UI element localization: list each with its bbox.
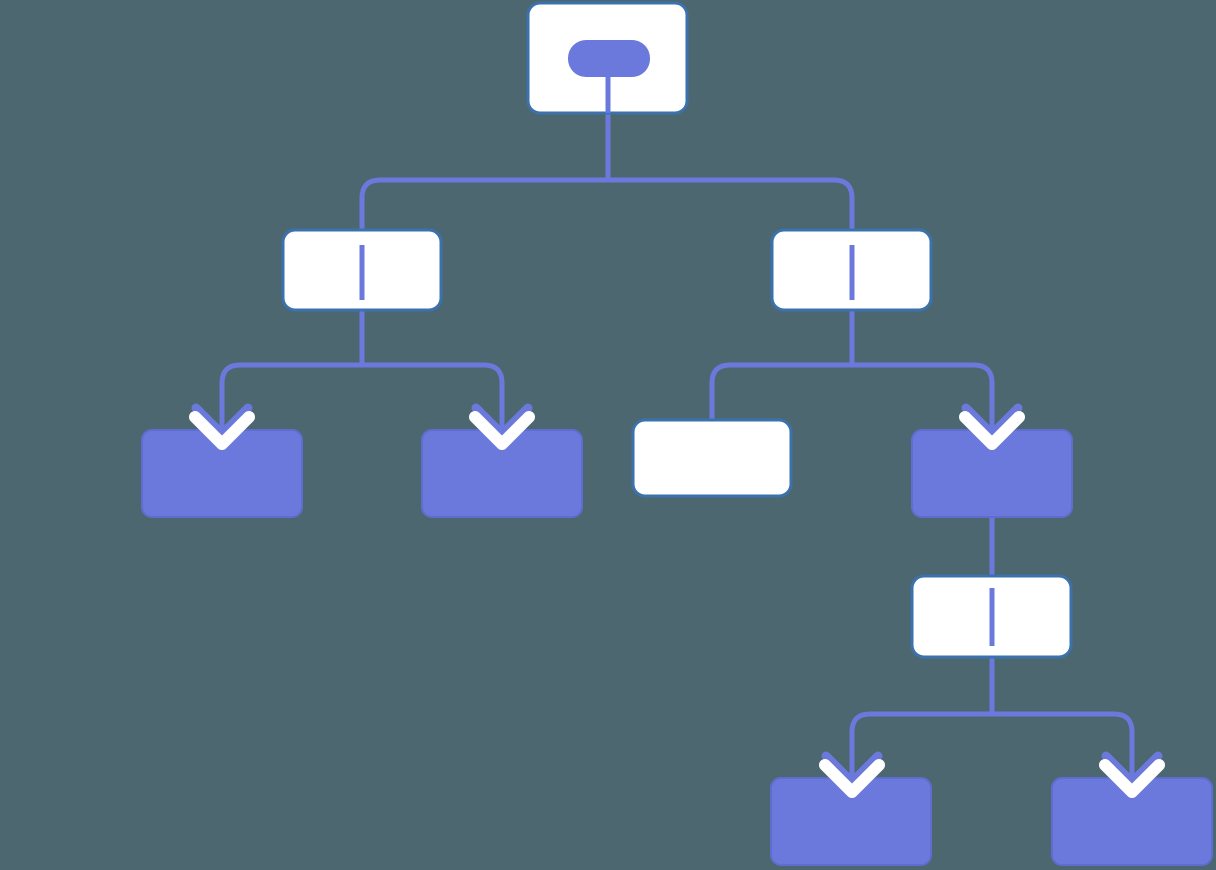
connector-branch-lower-to-leaf-e [849, 711, 995, 779]
arrow-head-light [469, 411, 535, 450]
arrow-head-accent [821, 751, 883, 787]
connector-branch-lower-to-leaf-f [989, 711, 1135, 779]
node-layer [141, 1, 1213, 866]
connector-root-to-branch-right [605, 177, 855, 233]
node-pill-badge [568, 40, 650, 77]
arrow-down-icon [1099, 751, 1165, 798]
root-node[interactable] [526, 1, 689, 115]
plain-node-c[interactable] [631, 418, 793, 498]
plain-node-c-body [631, 418, 793, 498]
arrow-head-light [1099, 759, 1165, 798]
arrow-down-icon [819, 751, 885, 798]
arrow-head-accent [471, 403, 533, 439]
connector-branch-right-to-leaf-d [849, 362, 995, 431]
arrow-head-accent [1101, 751, 1163, 787]
connector-root-to-branch-left [359, 177, 611, 233]
arrow-head-accent [191, 403, 253, 439]
arrow-head-light [959, 411, 1025, 450]
arrow-head-accent [961, 403, 1023, 439]
arrow-down-icon [959, 403, 1025, 450]
arrow-down-icon [469, 403, 535, 450]
connector-branch-left-to-leaf-a [219, 362, 365, 431]
connector-branch-left-to-leaf-b [359, 362, 505, 431]
arrow-marker-layer [189, 403, 1165, 798]
connector-branch-right-to-plain-c [709, 362, 855, 423]
arrow-down-icon [189, 403, 255, 450]
arrow-head-light [819, 759, 885, 798]
arrow-head-light [189, 411, 255, 450]
